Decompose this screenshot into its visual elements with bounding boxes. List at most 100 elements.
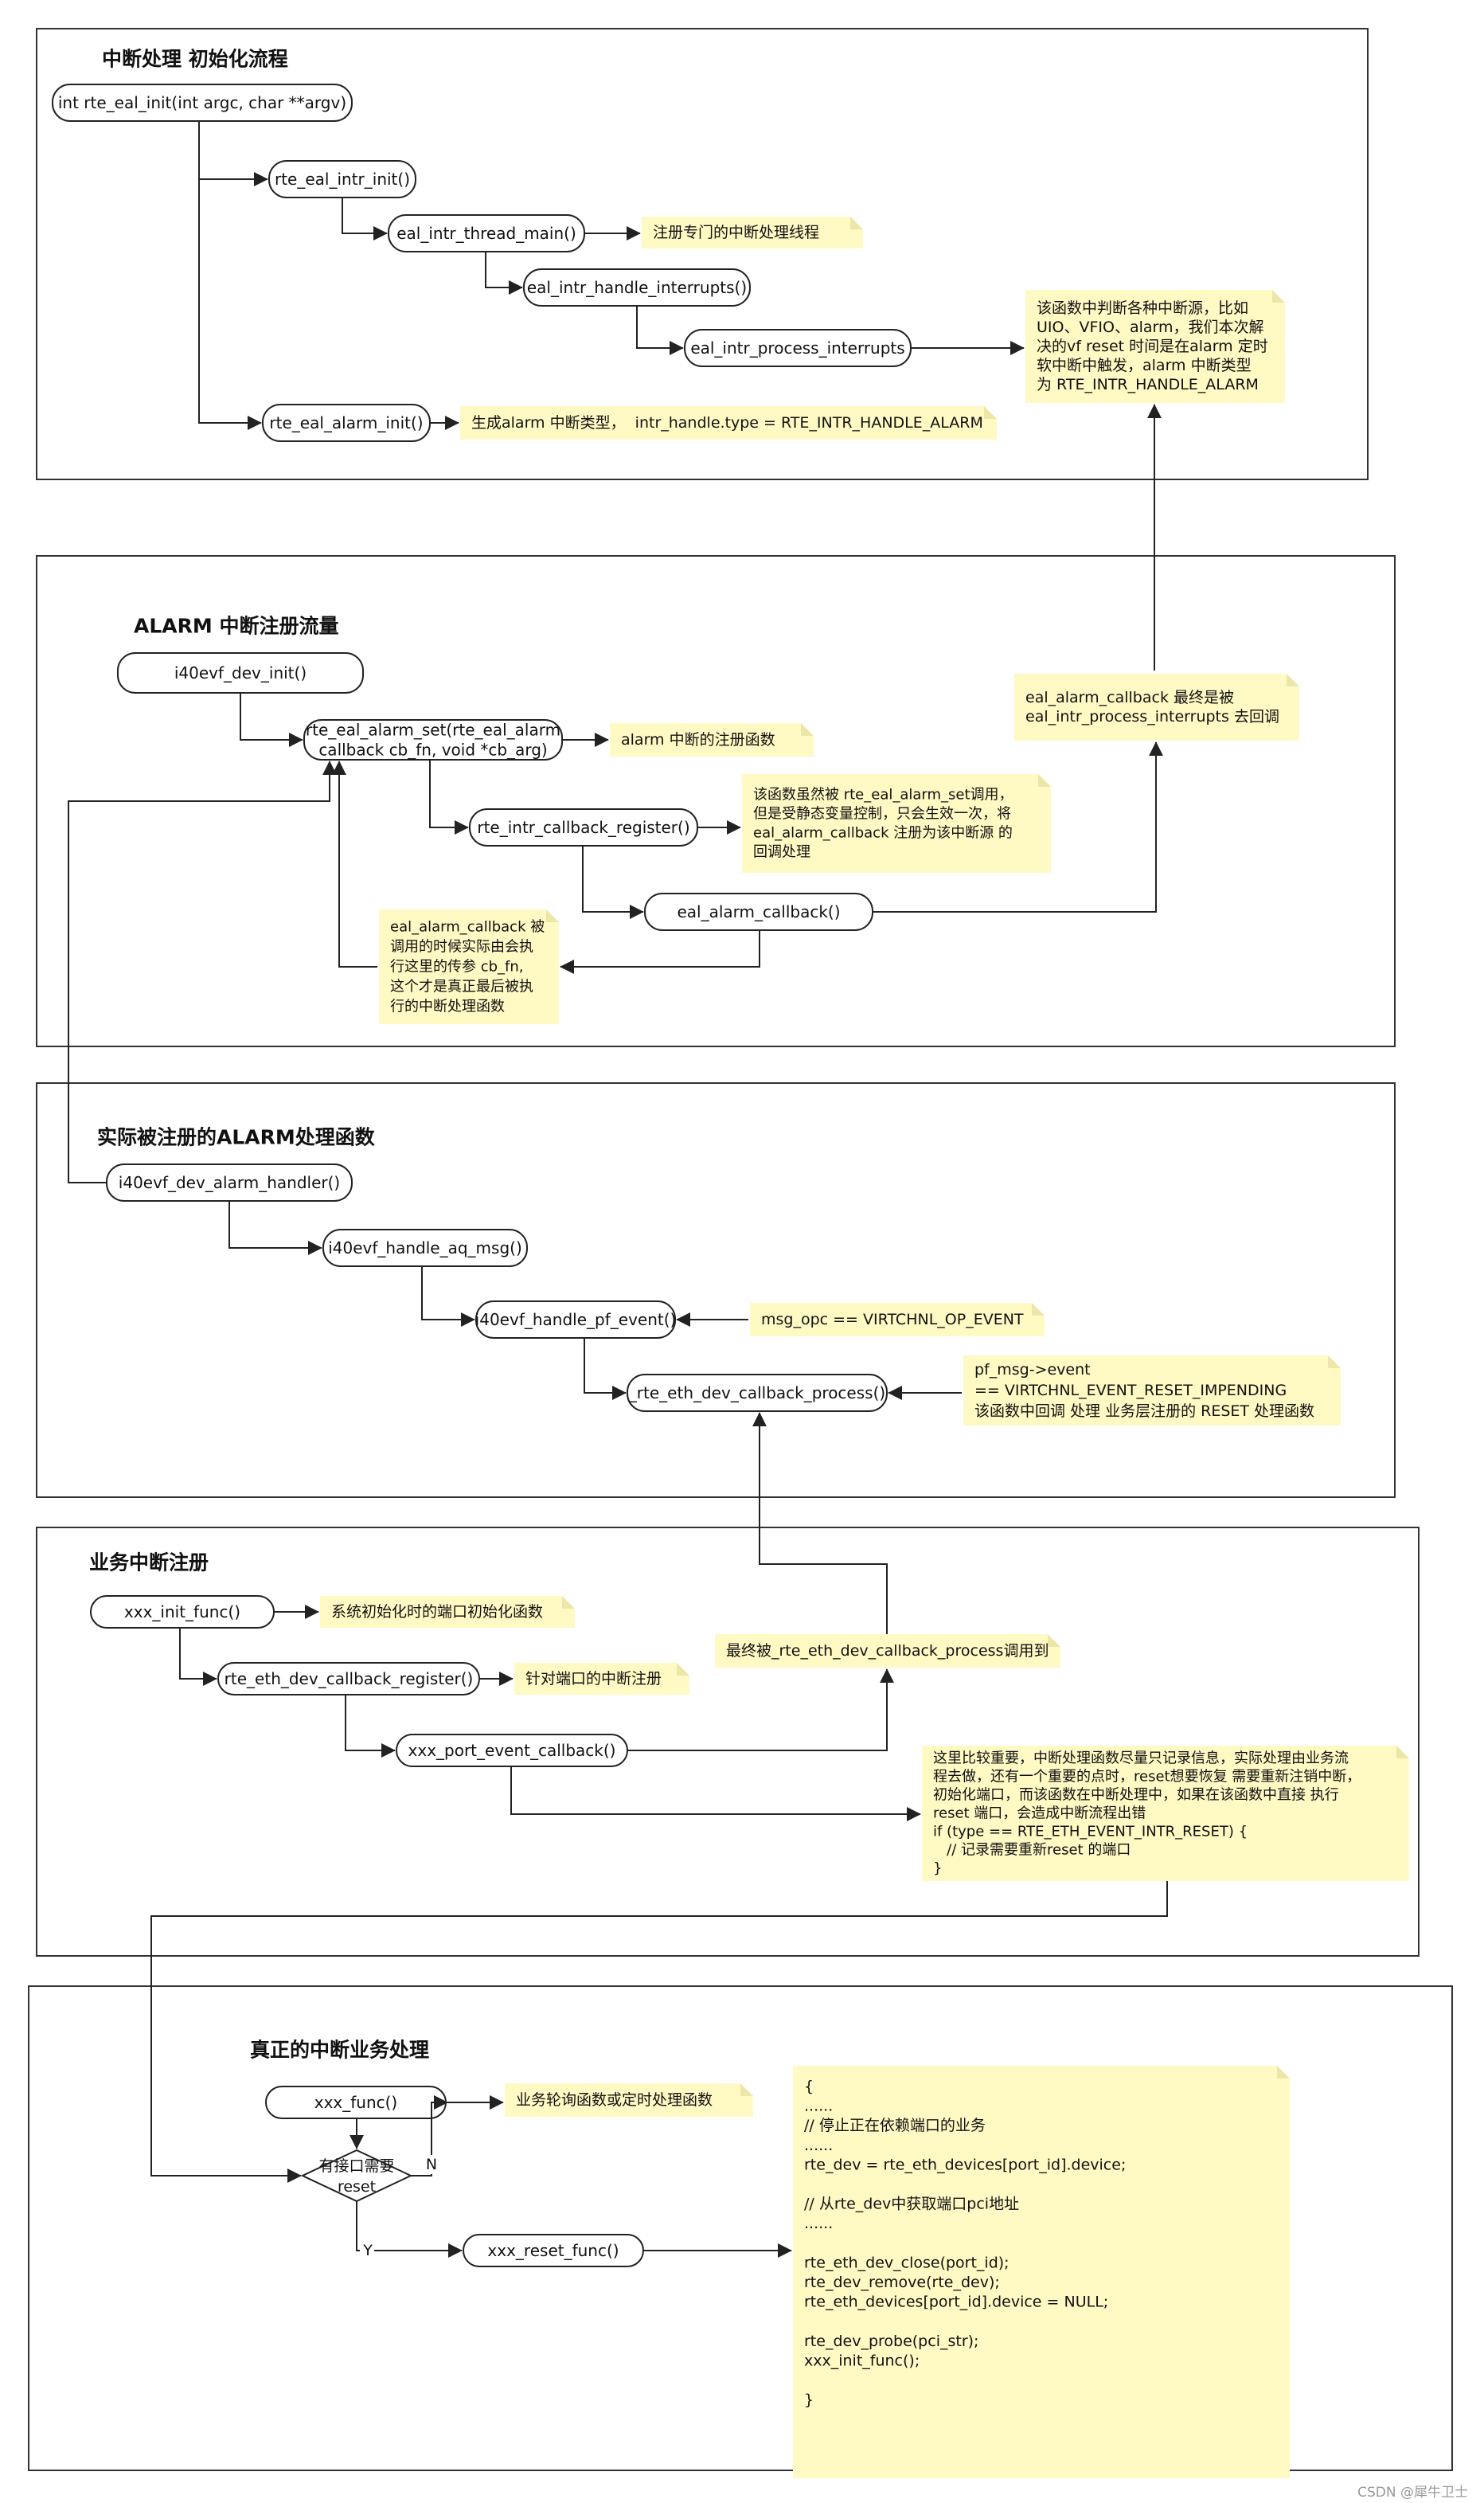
node-label: i40evf_dev_alarm_handler() xyxy=(119,1173,340,1192)
node-xxx-reset-func: xxx_reset_func() xyxy=(463,2234,644,2267)
connector xyxy=(627,1668,894,1751)
note-line: } xyxy=(933,1860,942,1877)
node-rte-eth-dev-callback-register: rte_eth_dev_callback_register() xyxy=(217,1662,480,1695)
node-label: rte_eal_intr_init() xyxy=(275,170,410,189)
note-line: 行的中断处理函数 xyxy=(390,999,505,1015)
note-n-alarm-reg: alarm 中断的注册函数 xyxy=(610,723,814,757)
edge-label-yes: Y xyxy=(362,2242,373,2259)
note-fold xyxy=(740,2083,753,2096)
note-fold xyxy=(850,217,863,229)
node-label: xxx_reset_func() xyxy=(487,2241,619,2260)
note-line: == VIRTCHNL_EVENT_RESET_IMPENDING xyxy=(974,1382,1287,1399)
connector xyxy=(510,1766,921,1821)
note-line: rte_dev_remove(rte_dev); xyxy=(804,2274,1000,2291)
section-frame-s5 xyxy=(28,1985,1453,2471)
node-label: rte_eth_dev_callback_register() xyxy=(225,1669,474,1688)
note-body xyxy=(715,1634,1060,1668)
node-eal-alarm-callback: eal_alarm_callback() xyxy=(644,893,873,931)
edge-label-no: N xyxy=(426,2156,437,2173)
node-label: xxx_port_event_callback() xyxy=(408,1741,616,1760)
note-n-important: 这里比较重要，中断处理函数尽量只记录信息，实际处理由业务流程去做，还有一个重要的… xyxy=(922,1746,1409,1881)
note-fold xyxy=(562,1596,575,1609)
note-line: 注册专门的中断处理线程 xyxy=(653,224,819,241)
node-label: rte_intr_callback_register() xyxy=(477,818,689,837)
note-line: UIO、VFIO、alarm，我们本次解 xyxy=(1037,319,1264,336)
note-line: eal_intr_process_interrupts 去回调 xyxy=(1025,708,1279,725)
node-label: callback cb_fn, void *cb_arg) xyxy=(318,741,547,760)
note-line: } xyxy=(804,2392,814,2409)
connector xyxy=(332,761,377,968)
note-line: 这个才是真正最后被执 xyxy=(390,979,533,995)
node-label: eal_intr_handle_interrupts() xyxy=(527,278,747,297)
note-fold xyxy=(677,1663,689,1676)
note-body xyxy=(514,1663,689,1695)
connector xyxy=(68,761,337,1183)
decision-label: reset xyxy=(338,2178,376,2196)
connector xyxy=(240,693,303,747)
note-fold xyxy=(1396,1746,1409,1758)
note-n-msgopc: msg_opc == VIRTCHNL_OP_EVENT xyxy=(750,1303,1045,1336)
node-label: i40evf_handle_pf_event() xyxy=(475,1310,677,1329)
note-n-alarm-init: 生成alarm 中断类型， intr_handle.type = RTE_INT… xyxy=(460,406,997,440)
node-label: int rte_eal_init(int argc, char **argv) xyxy=(58,93,346,112)
note-line: pf_msg->event xyxy=(974,1361,1091,1379)
note-fold xyxy=(801,723,814,736)
node-eal-intr-handle-interrupts: eal_intr_handle_interrupts() xyxy=(523,268,751,307)
note-n-alarm-cb: eal_alarm_callback 最终是被 eal_intr_process_… xyxy=(1014,674,1299,741)
note-line: 业务轮询函数或定时处理函数 xyxy=(516,2091,713,2109)
note-fold xyxy=(546,909,559,922)
section-frame-s2 xyxy=(36,555,1396,1047)
node-label: rte_eal_alarm_init() xyxy=(269,413,423,432)
note-n-code: {......// 停止正在依赖端口的业务......rte_dev = rte… xyxy=(793,2066,1290,2478)
note-body xyxy=(505,2083,753,2117)
node-i40evf-dev-init: i40evf_dev_init() xyxy=(117,652,364,694)
node-box xyxy=(475,1300,676,1339)
note-body xyxy=(963,1355,1341,1426)
note-line: // 停止正在依赖端口的业务 xyxy=(804,2117,986,2134)
section-frame-s4 xyxy=(36,1527,1420,1957)
node-label: i40evf_handle_aq_msg() xyxy=(328,1238,522,1257)
node-eal-intr-thread-main: eal_intr_thread_main() xyxy=(388,214,585,252)
connector xyxy=(421,1266,475,1327)
node-box xyxy=(322,1229,528,1267)
connector xyxy=(179,1628,217,1686)
note-line: ...... xyxy=(804,2098,833,2115)
node-xxx-port-event-callback: xxx_port_event_callback() xyxy=(396,1734,628,1767)
node-eal-intr-process-interrupts: eal_intr_process_interrupts xyxy=(684,329,912,367)
note-line: 生成alarm 中断类型， intr_handle.type = RTE_INT… xyxy=(471,414,983,432)
note-n-polling: 业务轮询函数或定时处理函数 xyxy=(505,2083,753,2117)
connector xyxy=(636,306,684,355)
note-body xyxy=(922,1746,1409,1881)
node-rte-eal-init: int rte_eal_init(int argc, char **argv) xyxy=(52,84,353,122)
edge-label-bg xyxy=(425,2155,439,2174)
section-frame-s3 xyxy=(36,1082,1396,1498)
node-label: eal_intr_thread_main() xyxy=(396,224,576,243)
section-title-s2: ALARM 中断注册流量 xyxy=(134,615,338,638)
connector xyxy=(429,760,469,835)
note-n-register: 该函数虽然被 rte_eal_alarm_set调用，但是受静态变量控制，只会生… xyxy=(742,774,1051,873)
decision-label: 有接口需要 xyxy=(318,2157,394,2175)
note-body xyxy=(642,217,863,248)
note-body xyxy=(320,1596,575,1628)
node-rte-eal-alarm-init: rte_eal_alarm_init() xyxy=(262,404,431,442)
connector xyxy=(356,2201,463,2258)
connector xyxy=(198,121,268,186)
note-line: 这里比较重要，中断处理函数尽量只记录信息，实际处理由业务流 xyxy=(933,1750,1349,1767)
note-line: msg_opc == VIRTCHNL_OP_EVENT xyxy=(761,1311,1024,1328)
note-line: eal_alarm_callback 最终是被 xyxy=(1025,689,1234,706)
note-line: 该函数虽然被 rte_eal_alarm_set调用， xyxy=(753,787,1013,804)
node-i40evf-dev-alarm-handler: i40evf_dev_alarm_handler() xyxy=(106,1164,353,1202)
section-title-s3: 实际被注册的ALARM处理函数 xyxy=(97,1126,376,1149)
note-line: // 从rte_dev中获取端口pci地址 xyxy=(804,2196,1019,2213)
note-line: if (type == RTE_ETH_EVENT_INTR_RESET) { xyxy=(933,1824,1248,1840)
note-line: xxx_init_func(); xyxy=(804,2352,920,2369)
note-fold xyxy=(1287,674,1299,686)
note-line: 针对端口的中断注册 xyxy=(525,1670,662,1688)
node-i40evf-handle-aq-msg: i40evf_handle_aq_msg() xyxy=(322,1229,528,1267)
note-line: 为 RTE_INTR_HANDLE_ALARM xyxy=(1037,376,1259,393)
node-label: rte_eal_alarm_set(rte_eal_alarm xyxy=(306,721,560,740)
note-line: 初始化端口，而该函数在中断处理中，如果在该函数中直接 执行 xyxy=(933,1787,1339,1804)
section-title-s5: 真正的中断业务处理 xyxy=(250,2039,429,2062)
